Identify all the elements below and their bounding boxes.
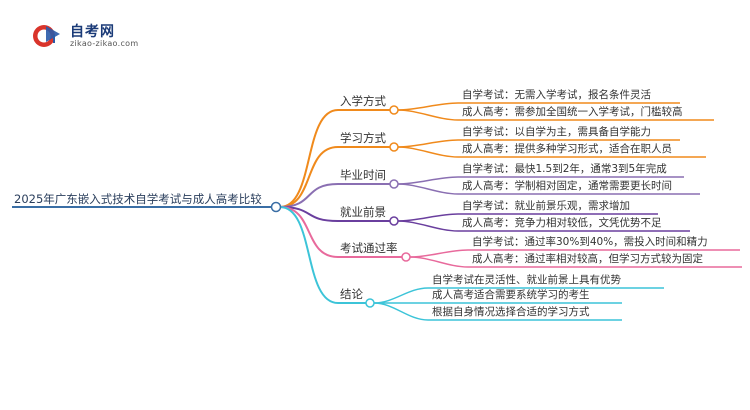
category-node-2 xyxy=(389,179,399,189)
leaf-connector-0-1 xyxy=(397,109,459,121)
leaf-connector-3-0 xyxy=(397,213,459,222)
category-label-5: 结论 xyxy=(340,287,363,301)
leaf-connector-5-0 xyxy=(373,287,429,304)
leaf-connector-1-0 xyxy=(397,139,459,148)
logo-mark-icon xyxy=(33,25,60,47)
leaf-connector-2-1 xyxy=(397,183,459,195)
leaf-connector-0-0 xyxy=(397,102,459,111)
leaf-label-1-0: 自学考试：以自学为主，需具备自学能力 xyxy=(462,126,651,138)
leaf-label-3-1: 成人高考：竞争力相对较低，文凭优势不足 xyxy=(462,217,662,229)
leaf-connector-5-2 xyxy=(373,302,429,321)
site-logo[interactable]: 自考网 zikao-zikao.com xyxy=(32,20,142,54)
leaf-connector-2-0 xyxy=(397,176,459,185)
leaf-connector-4-1 xyxy=(409,256,469,268)
logo-url: zikao-zikao.com xyxy=(70,39,139,48)
branch-connector-5 xyxy=(279,206,339,304)
leaf-label-3-0: 自学考试：就业前景乐观，需求增加 xyxy=(462,200,630,212)
leaf-label-5-1: 成人高考适合需要系统学习的考生 xyxy=(432,289,590,301)
category-label-1: 学习方式 xyxy=(340,131,386,145)
category-node-1 xyxy=(389,142,399,152)
root-node xyxy=(270,201,282,213)
category-node-4 xyxy=(401,252,411,262)
leaf-connector-4-0 xyxy=(409,249,469,258)
category-label-0: 入学方式 xyxy=(340,94,386,108)
logo-brand-name: 自考网 xyxy=(70,24,115,40)
leaf-connector-1-1 xyxy=(397,146,459,158)
category-node-3 xyxy=(389,216,399,226)
branch-connector-2 xyxy=(279,183,339,208)
root-topic: 2025年广东嵌入式技术自学考试与成人高考比较 xyxy=(14,192,262,206)
branch-connector-4 xyxy=(279,206,339,258)
category-label-4: 考试通过率 xyxy=(340,241,398,255)
leaf-label-5-0: 自学考试在灵活性、就业前景上具有优势 xyxy=(432,274,621,286)
leaf-label-1-1: 成人高考：提供多种学习形式，适合在职人员 xyxy=(462,143,672,155)
leaf-connector-3-1 xyxy=(397,220,459,232)
leaf-label-2-0: 自学考试：最快1.5到2年，通常3到5年完成 xyxy=(462,163,667,175)
leaf-label-0-1: 成人高考：需参加全国统一入学考试，门槛较高 xyxy=(462,106,683,118)
category-node-5 xyxy=(365,298,375,308)
branch-connector-1 xyxy=(279,146,339,208)
category-node-0 xyxy=(389,105,399,115)
leaf-label-4-1: 成人高考：通过率相对较高，但学习方式较为固定 xyxy=(472,253,703,265)
category-label-2: 毕业时间 xyxy=(340,168,386,182)
leaf-label-0-0: 自学考试：无需入学考试，报名条件灵活 xyxy=(462,89,651,101)
leaf-label-2-1: 成人高考：学制相对固定，通常需要更长时间 xyxy=(462,180,672,192)
leaf-label-5-2: 根据自身情况选择合适的学习方式 xyxy=(432,306,590,318)
leaf-label-4-0: 自学考试：通过率30%到40%，需投入时间和精力 xyxy=(472,236,708,248)
branch-connector-0 xyxy=(279,109,339,208)
category-label-3: 就业前景 xyxy=(340,205,386,219)
